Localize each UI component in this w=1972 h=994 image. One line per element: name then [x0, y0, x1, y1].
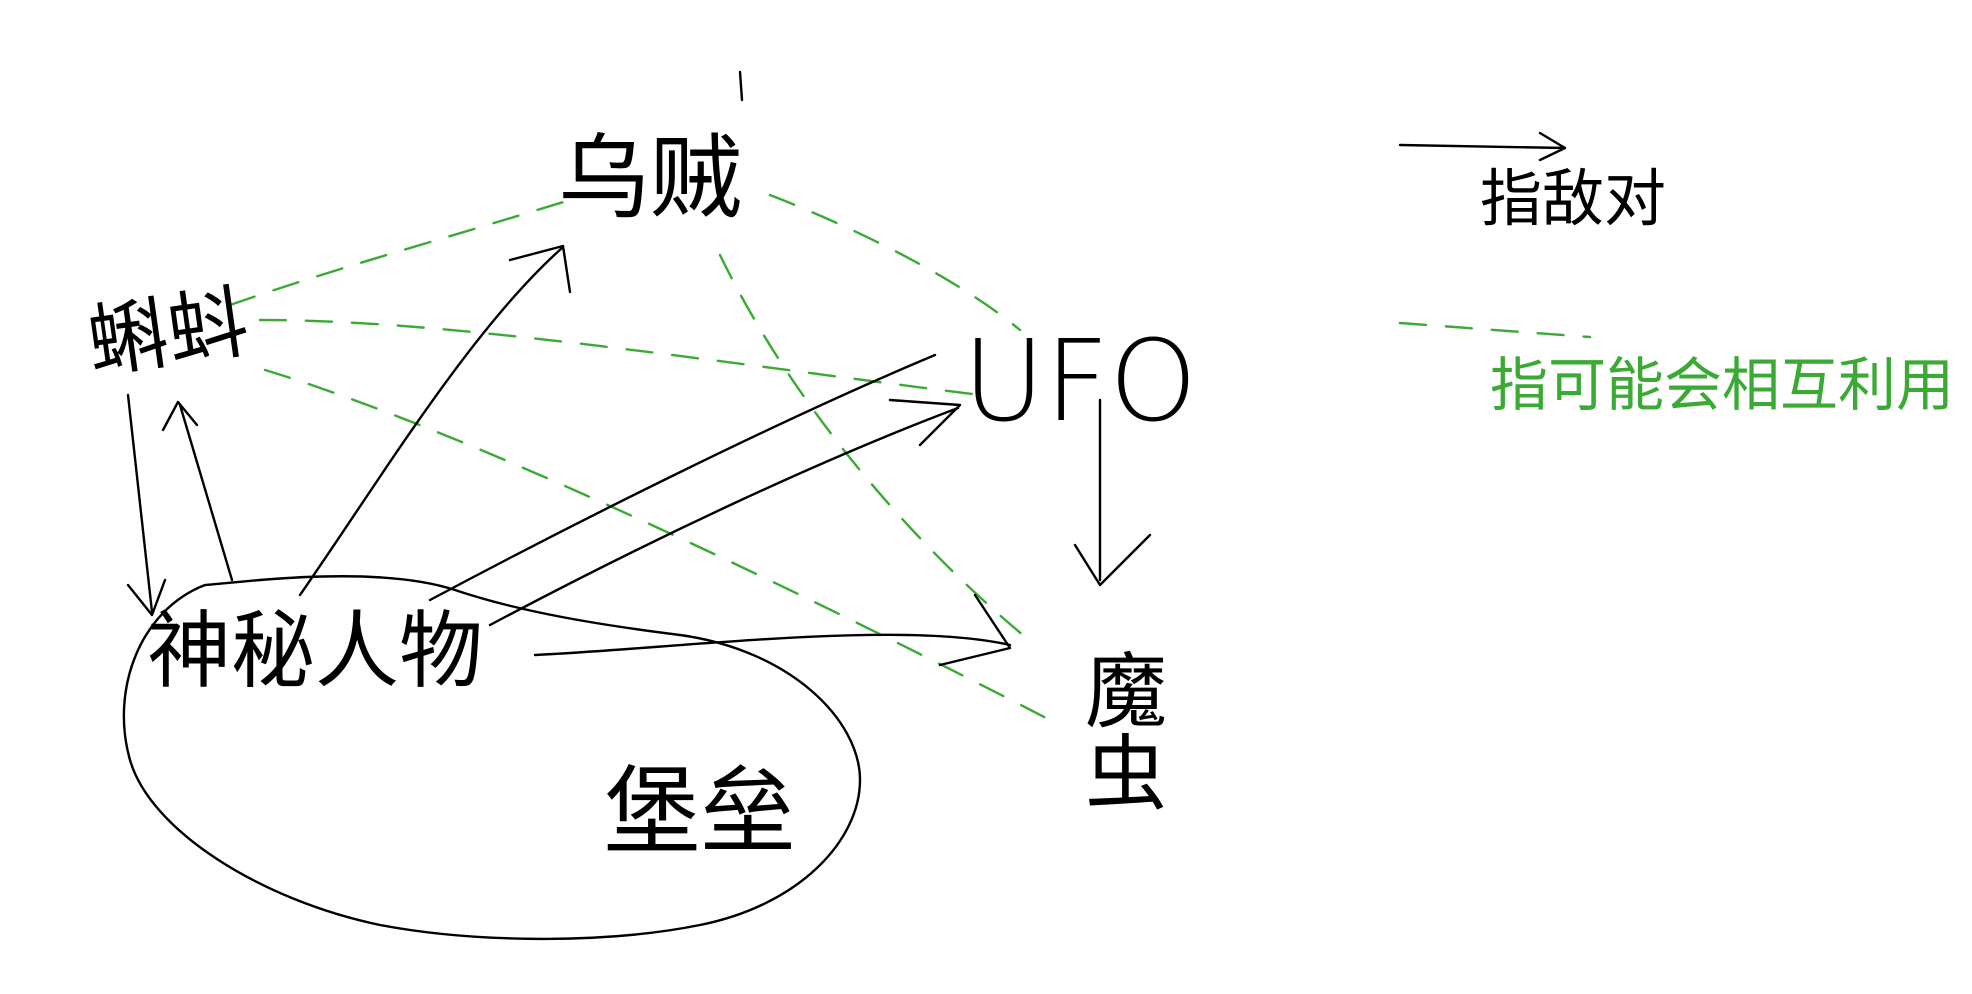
- region-outline: [122, 574, 862, 941]
- link-left-to-squid: [228, 198, 572, 307]
- arrow-center-to-squid: [298, 246, 564, 597]
- arrowhead-center-to-squid: [508, 244, 572, 294]
- link-squid-to-ufo: [768, 193, 1022, 332]
- legend-hostile-arrow: [1398, 131, 1567, 162]
- link-squid-to-bug: [718, 253, 1037, 647]
- arrow-center-to-bug: [533, 633, 1012, 657]
- stray-stroke: [738, 70, 744, 102]
- legend-cooperate-line: [1398, 321, 1592, 339]
- node-squid: 乌贼: [558, 125, 742, 232]
- legend: 指敌对 指可能会相互利用: [1398, 131, 1954, 419]
- arrow-center-to-ufo-lower: [488, 406, 960, 627]
- arrowhead-left-to-center: [126, 578, 167, 617]
- legend-hostile: 指敌对: [1398, 131, 1666, 235]
- arrow-center-to-ufo-upper: [428, 353, 937, 602]
- legend-cooperate-label: 指可能会相互利用: [1490, 351, 1954, 419]
- legend-hostile-label: 指敌对: [1480, 162, 1666, 235]
- arrow-center-to-left: [178, 403, 234, 582]
- arrowhead-center-to-bug: [938, 593, 1012, 667]
- node-fortress: 堡垒: [604, 756, 796, 868]
- link-left-to-bug: [263, 368, 1052, 722]
- arrow-left-to-center: [126, 393, 154, 614]
- arrowhead-center-to-ufo: [888, 398, 962, 447]
- node-tadpole: 蝌蚪: [82, 275, 253, 389]
- cooperate-links: [228, 193, 1052, 722]
- node-mystery-person: 神秘人物: [147, 602, 483, 700]
- link-left-to-ufo: [258, 318, 982, 397]
- node-ufo: UFO: [963, 317, 1198, 447]
- hostile-links: [126, 70, 1152, 667]
- arrowhead-ufo-to-bug: [1073, 533, 1152, 587]
- legend-cooperate: 指可能会相互利用: [1398, 321, 1954, 419]
- node-bug: 魔虫: [1071, 648, 1166, 812]
- arrowhead-center-to-left: [161, 400, 199, 432]
